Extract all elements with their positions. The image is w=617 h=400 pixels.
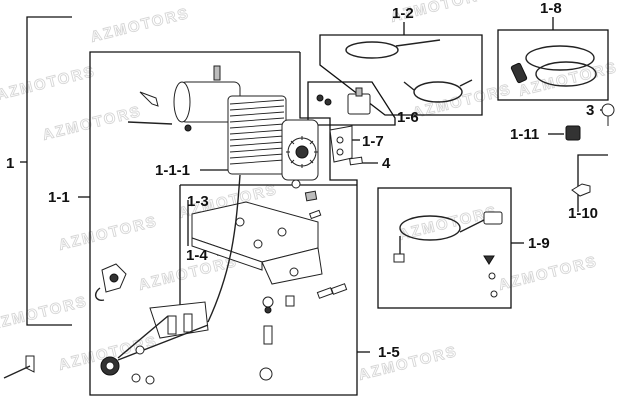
bolt-4 <box>349 156 363 166</box>
label-1-1-1: 1-1-1 <box>155 162 190 179</box>
contactor-box <box>347 93 371 115</box>
label-1-11: 1-11 <box>510 126 539 143</box>
watermark: AZMOTORS <box>89 5 192 46</box>
label-1-1: 1-1 <box>48 189 70 206</box>
frame-1-2 <box>319 34 483 116</box>
contactor-1-6 <box>316 87 371 115</box>
center-bolts <box>262 295 295 345</box>
small-plate <box>329 125 353 163</box>
label-1-10: 1-10 <box>568 205 598 222</box>
remote-switch-1-9 <box>393 211 503 298</box>
watermark: AZMOTORS <box>0 63 98 104</box>
winch-cable <box>207 174 241 323</box>
gear-hub <box>295 145 309 159</box>
watermark: AZMOTORS <box>41 103 144 144</box>
watermark: AZMOTORS <box>57 213 160 254</box>
label-1-4: 1-4 <box>186 247 208 264</box>
bolt-set <box>308 209 348 299</box>
switch-body <box>483 211 503 225</box>
clevis-pin <box>139 91 159 107</box>
label-1-6: 1-6 <box>397 109 419 126</box>
frame-1-1 <box>89 51 358 396</box>
screw-3 <box>601 103 615 117</box>
mounting-plate-drawing <box>191 190 348 299</box>
cable-set-1-2 <box>345 39 473 103</box>
watermark: AZMOTORS <box>497 253 600 294</box>
cable-coil <box>345 41 399 59</box>
block-1-11 <box>565 125 581 141</box>
label-3: 3 <box>586 102 594 119</box>
bracket-1-10 <box>571 183 591 197</box>
frame-1-6 <box>307 81 396 126</box>
harness-1-8 <box>510 45 597 87</box>
cable-coil <box>413 81 463 103</box>
frame-1-9 <box>377 187 512 309</box>
label-1-8: 1-8 <box>540 0 562 17</box>
motor-terminal <box>213 65 221 81</box>
watermark: AZMOTORS <box>0 293 90 334</box>
bracket-1 <box>26 16 72 326</box>
label-1-7: 1-7 <box>362 133 384 150</box>
watermark: AZMOTORS <box>357 343 460 384</box>
roller-fairlead <box>149 301 209 339</box>
callout-labels: 1 1-1 1-1-1 1-2 1-3 1-4 1-5 1-6 1-7 1-8 … <box>6 0 598 361</box>
label-1: 1 <box>6 155 14 172</box>
fairlead-drawing <box>94 174 273 385</box>
label-1-9: 1-9 <box>528 235 550 252</box>
connector-plug <box>510 62 528 84</box>
label-4: 4 <box>382 155 391 172</box>
small-parts <box>3 103 615 379</box>
leader-lines <box>20 16 609 396</box>
label-1-3: 1-3 <box>187 193 209 210</box>
label-1-2: 1-2 <box>392 5 414 22</box>
base-bracket <box>261 247 323 285</box>
corner-bracket <box>25 355 35 373</box>
label-1-5: 1-5 <box>378 344 400 361</box>
winch-motor-drawing <box>127 65 319 189</box>
plate-1-7-drawing <box>329 125 363 166</box>
